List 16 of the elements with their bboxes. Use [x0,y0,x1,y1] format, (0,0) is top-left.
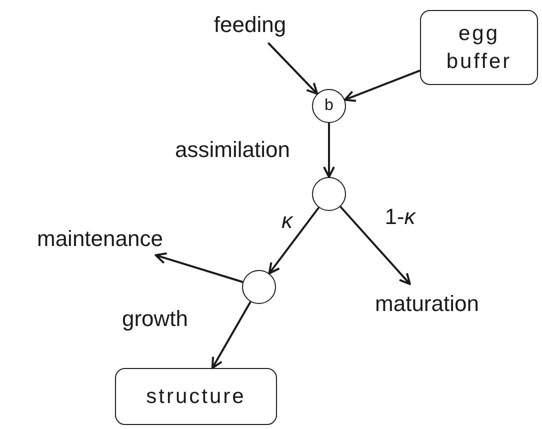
arrow [211,301,252,369]
edge-label: assimilation [174,136,291,164]
arrow [323,123,335,178]
edge-label: κ [280,207,294,235]
arrow [340,206,411,286]
state-box: structure [115,368,277,425]
arrow [344,70,420,102]
state-box: egg buffer [420,10,538,85]
edge-label: 1-κ [384,203,417,231]
flow-label: maintenance [10,222,190,254]
edge-label: growth [120,305,190,333]
flow-label: feeding [195,8,305,40]
flow-label: maturation [352,287,502,319]
arrow [268,206,320,274]
arrow [154,252,244,283]
arrow [267,42,318,95]
